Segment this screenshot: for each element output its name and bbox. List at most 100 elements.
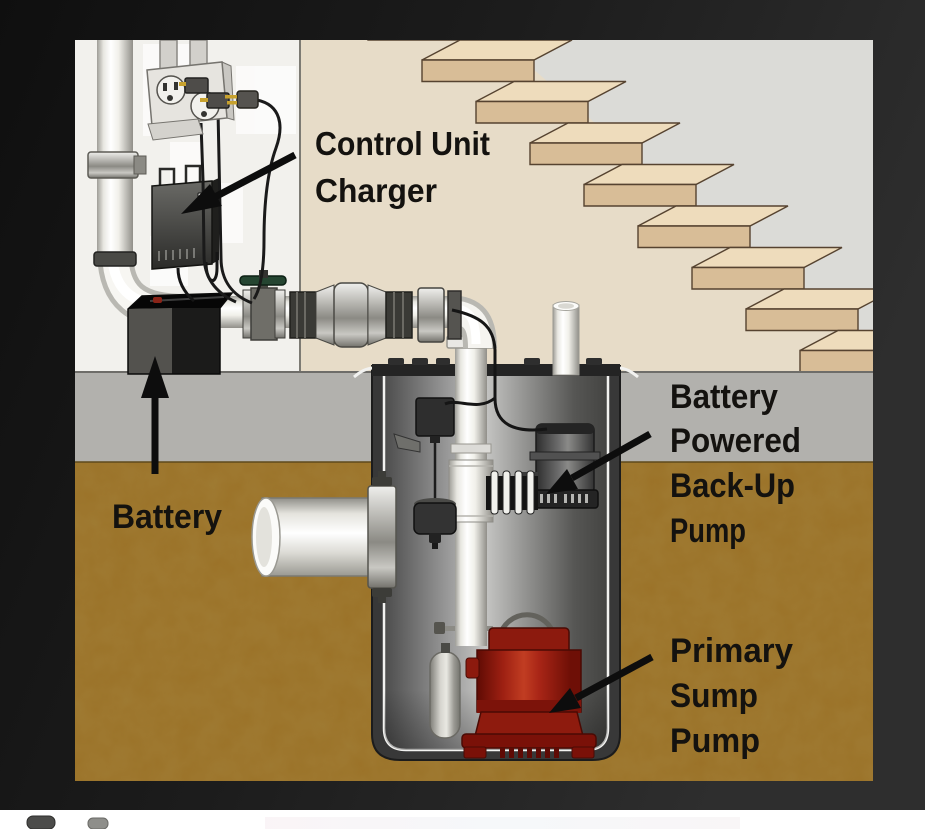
union-nut (417, 287, 445, 343)
inlet-pipe-opening (256, 507, 272, 567)
check-body-center (333, 282, 369, 348)
left-vertical-pipe (97, 40, 133, 254)
recept-ground (167, 95, 173, 101)
illustration: Control Unit Charger Battery Battery Pow… (75, 40, 873, 781)
gate-valve (239, 270, 287, 341)
label-control-unit-line1: Control Unit (315, 125, 490, 162)
arrow-primary-shaft (574, 653, 654, 702)
plug-bottom-prong (200, 98, 208, 102)
pump-foot-left (463, 746, 487, 759)
thumbnail-partial-2 (87, 817, 109, 829)
pipe-flange (450, 443, 492, 454)
wall-cords (199, 98, 282, 305)
battery-left-face (128, 308, 172, 374)
recept-slot (174, 82, 178, 90)
cord-plug1 (199, 122, 237, 304)
label-backup-line4: Pump (670, 512, 746, 550)
check-body-left (315, 284, 335, 346)
pump-foot-right (571, 746, 595, 759)
recept-slot (163, 83, 167, 91)
basement-stairs (367, 40, 873, 373)
charger-cord (176, 267, 195, 303)
plug-top (184, 77, 209, 94)
float-body (413, 502, 457, 535)
label-backup-line2: Powered (670, 422, 801, 460)
plug-loose (236, 90, 259, 109)
valve-body (250, 287, 278, 341)
plug-loose-prong-2 (227, 101, 237, 105)
pit-cords (444, 308, 548, 432)
battery-top-gloss (149, 296, 225, 302)
label-primary-line1: Primary (670, 632, 793, 670)
union-ring (447, 290, 462, 340)
flex-coupling-ribs (490, 470, 535, 515)
small-tank (429, 651, 461, 739)
check-valve (289, 282, 413, 348)
cord-plug2 (216, 109, 253, 305)
arrow-charger-head (181, 184, 222, 214)
battery-front-face (172, 308, 220, 374)
label-primary-line2: Sump (670, 677, 758, 715)
battery-outline (127, 292, 234, 375)
check-coupling-right (385, 291, 413, 339)
float-switch-bracket (393, 433, 421, 453)
pump-strainer (500, 748, 559, 758)
diagram-labels: Control Unit Charger Battery Battery Pow… (112, 125, 801, 760)
pipe-strap (87, 151, 139, 179)
pump-lower-housing (474, 711, 584, 737)
vent-pipe-opening (558, 303, 574, 309)
pipe-union (417, 287, 462, 343)
charger-vents (158, 248, 195, 261)
inlet-bolt-pin-bottom (378, 597, 386, 603)
float-tip-end (432, 543, 438, 549)
backup-pump-clamp (529, 451, 601, 461)
inlet-pipe (251, 471, 397, 603)
arrow-battery-head (141, 356, 169, 398)
thumbnail-partial-1 (26, 815, 56, 829)
inlet-bolt-top (372, 477, 392, 486)
cord-down-pipe (451, 308, 497, 398)
arrow-backup-head (546, 469, 578, 494)
vent-pipe (552, 301, 580, 376)
faint-content-band (265, 817, 740, 829)
label-battery: Battery (112, 498, 222, 536)
discharge-pipe-vertical (446, 332, 496, 646)
cord-to-backup-pump (493, 397, 548, 432)
battery-backup-pump (486, 423, 601, 515)
small-tank-stem (441, 643, 450, 653)
label-backup-line3: Back-Up (670, 467, 795, 505)
valve-flange-right (274, 289, 286, 339)
pump-base (461, 733, 597, 749)
left-pipe-coupling (93, 251, 137, 267)
check-coupling-left (289, 291, 317, 339)
plug-loose-prong-1 (225, 95, 237, 99)
float-switch-assembly (393, 397, 457, 549)
primary-sump-pump (429, 612, 597, 759)
inlet-bolt-bottom (372, 588, 392, 597)
wall-outlet (146, 40, 259, 141)
float-rod-knob (434, 622, 445, 634)
arrow-backup-shaft (570, 430, 652, 482)
arrow-primary-head (549, 688, 581, 713)
label-backup-line1: Battery (670, 378, 778, 416)
arrow-charger-shaft (211, 151, 297, 202)
battery-box (127, 292, 234, 375)
backup-pump-top-band (536, 424, 594, 434)
outlet-ledge (147, 118, 204, 141)
vent-pipe-body (552, 304, 580, 376)
float-tip (429, 533, 441, 543)
float-rod-connector (430, 436, 440, 443)
inlet-flange (367, 485, 397, 589)
cord-plug3 (252, 98, 282, 300)
battery-terminal (153, 297, 162, 303)
check-body-right (367, 284, 387, 346)
label-control-unit-line2: Charger (315, 172, 437, 209)
label-primary-line3: Pump (670, 722, 760, 760)
annotation-arrows (141, 151, 654, 713)
pump-side-lug (465, 657, 480, 679)
recept-ground (201, 111, 207, 117)
bottom-page-strip (26, 815, 740, 829)
plug-top-prong (179, 82, 186, 86)
